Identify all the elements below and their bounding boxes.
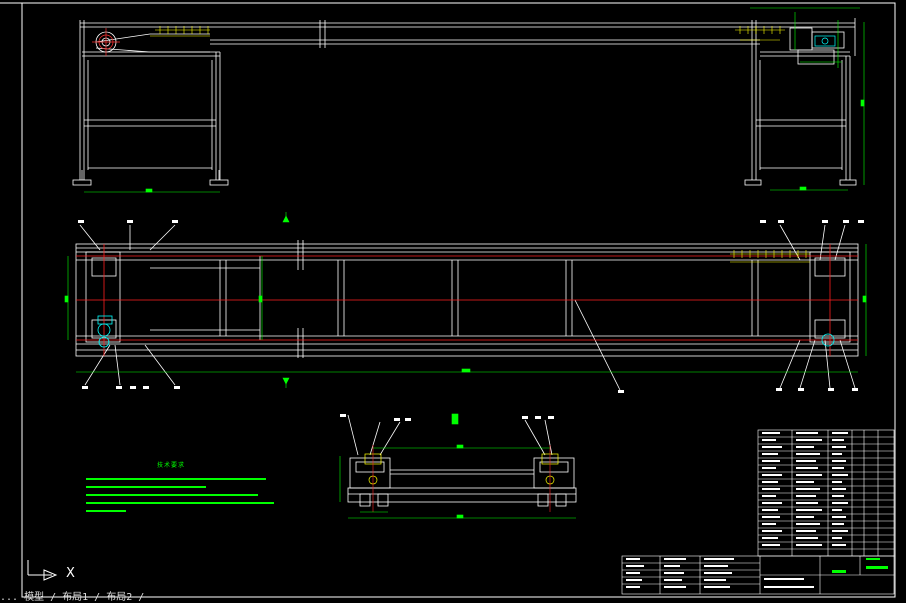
section-view (347, 414, 577, 507)
section-view-dims (339, 413, 576, 519)
ucs-x-axis-label: X (66, 566, 75, 581)
command-line-text: ... 模型 / 布局1 / 布局2 / (0, 592, 145, 603)
front-view-red-center (92, 28, 120, 56)
title-block-text-white (626, 558, 814, 588)
front-view-dims (84, 7, 865, 193)
section-view-red (372, 445, 551, 512)
technical-notes-lines (86, 478, 274, 512)
title-block (621, 555, 895, 595)
top-view-cyan (97, 315, 835, 348)
top-view (75, 224, 859, 391)
technical-notes-title: 技术要求 (157, 462, 186, 469)
section-view-tags (340, 414, 554, 421)
top-view-dims (64, 212, 867, 388)
front-view-cyan (814, 35, 836, 47)
section-view-yellow (364, 453, 559, 485)
title-block-text (832, 558, 888, 573)
sheet-border (0, 2, 896, 598)
parts-list-text (762, 432, 848, 546)
parts-list-table (757, 429, 895, 557)
top-view-chain (730, 250, 810, 263)
top-view-red-lines (76, 244, 858, 356)
ucs-icon (27, 560, 58, 581)
front-view-chain (150, 26, 785, 41)
front-view (72, 18, 857, 186)
top-view-tags (78, 220, 864, 393)
